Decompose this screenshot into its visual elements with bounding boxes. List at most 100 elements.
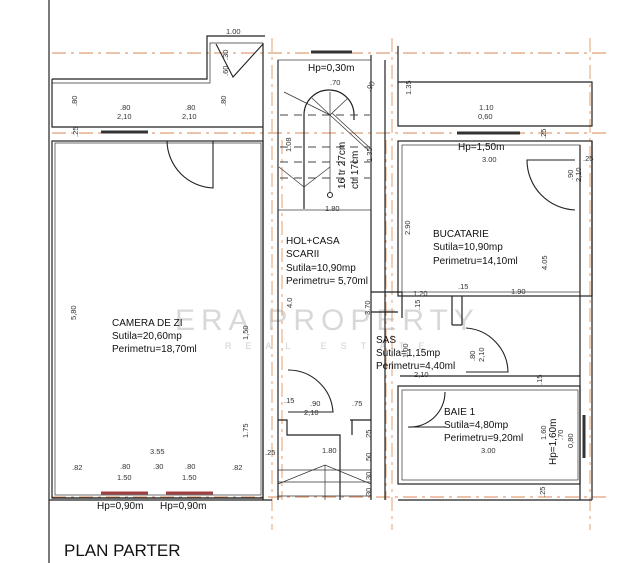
svg-text:1.08: 1.08 — [284, 137, 293, 152]
svg-text:4.05: 4.05 — [540, 255, 549, 270]
svg-text:.15: .15 — [413, 300, 422, 310]
windows — [101, 50, 586, 495]
svg-text:3.70: 3.70 — [363, 300, 372, 315]
svg-text:1.80: 1.80 — [322, 446, 337, 455]
svg-text:1.80: 1.80 — [325, 204, 340, 213]
hp-kitchen-window: Hp=1,50m — [458, 142, 504, 153]
svg-text:1,50: 1,50 — [241, 325, 250, 340]
svg-text:0,80: 0,80 — [566, 433, 575, 448]
doors — [166, 43, 576, 428]
room-perimeter: Perimetru= 5,70ml — [286, 276, 368, 287]
svg-text:.25: .25 — [71, 127, 80, 137]
svg-text:3.00: 3.00 — [481, 446, 496, 455]
plan-title: PLAN PARTER — [64, 541, 181, 560]
svg-text:1.50: 1.50 — [117, 473, 132, 482]
svg-text:1.50: 1.50 — [182, 473, 197, 482]
room-area: Sutila=4,80mp — [444, 420, 509, 431]
room-name: CAMERA DE ZI — [112, 318, 183, 329]
hp-living-window-1: Hp=0,90m — [97, 501, 143, 512]
svg-text:.25: .25 — [583, 154, 593, 163]
svg-text:2,10: 2,10 — [182, 112, 197, 121]
svg-text:.80: .80 — [468, 351, 477, 361]
svg-text:.15: .15 — [284, 396, 294, 405]
svg-text:1.10: 1.10 — [479, 103, 494, 112]
walls — [49, 35, 593, 501]
svg-text:.25: .25 — [364, 430, 373, 440]
room-perimeter: Perimetru=4,40ml — [376, 361, 455, 372]
svg-text:5,80: 5,80 — [69, 305, 78, 320]
svg-text:.25: .25 — [539, 129, 548, 139]
svg-text:.25: .25 — [538, 487, 547, 497]
svg-text:.25: .25 — [265, 448, 275, 457]
svg-text:.30: .30 — [221, 50, 230, 60]
svg-text:1.90: 1.90 — [511, 287, 526, 296]
stair-riser-label: ctr 17cm — [350, 151, 361, 189]
room-perimeter: Perimetru=9,20ml — [444, 433, 523, 444]
svg-text:.15: .15 — [458, 282, 468, 291]
svg-text:2,10: 2,10 — [477, 347, 486, 362]
svg-text:.15: .15 — [535, 375, 544, 385]
svg-text:2,10: 2,10 — [414, 370, 429, 379]
svg-text:1.00: 1.00 — [226, 27, 241, 36]
svg-text:1.75: 1.75 — [241, 423, 250, 438]
svg-text:.90: .90 — [310, 399, 320, 408]
hp-living-window-2: Hp=0,90m — [160, 501, 206, 512]
svg-text:.82: .82 — [72, 463, 82, 472]
svg-text:.30: .30 — [153, 462, 163, 471]
svg-text:.80: .80 — [219, 96, 228, 106]
svg-text:1.35: 1.35 — [404, 80, 413, 95]
room-name: BUCATARIE — [433, 229, 489, 240]
stair-steps-label: 16 tr 27cm — [337, 142, 348, 189]
room-sas: SAS Sutila=1,15mp Perimetru=4,40ml — [376, 335, 455, 372]
dimensions: 1.00 .30 .60 .80 .25 .80 2,10 .80 2,10 .… — [69, 27, 593, 497]
door-sas — [465, 327, 509, 373]
svg-text:3.00: 3.00 — [482, 155, 497, 164]
svg-text:1.35: 1.35 — [365, 147, 374, 162]
svg-text:.90: .90 — [566, 170, 575, 180]
room-name: SAS — [376, 335, 396, 346]
svg-text:50: 50 — [364, 453, 373, 461]
svg-text:.82: .82 — [232, 463, 242, 472]
door-hall — [287, 369, 334, 413]
svg-text:1.60: 1.60 — [539, 425, 548, 440]
svg-text:.80: .80 — [185, 462, 195, 471]
room-area: Sutila=20,60mp — [112, 331, 182, 342]
svg-text:.80: .80 — [120, 462, 130, 471]
room-name: HOL+CASA — [286, 236, 340, 247]
room-bucatarie: BUCATARIE Sutila=10,90mp Perimetru=14,10… — [433, 229, 518, 267]
room-area: Sutila=1,15mp — [376, 348, 441, 359]
room-baie-1: BAIE 1 Sutila=4,80mp Perimetru=9,20ml — [444, 407, 523, 444]
room-hol-casa-scarii: HOL+CASA SCARII Sutila=10,90mp Perimetru… — [286, 236, 368, 287]
svg-text:.80: .80 — [120, 103, 130, 112]
svg-text:2.90: 2.90 — [403, 220, 412, 235]
svg-text:2,10: 2,10 — [574, 167, 583, 182]
svg-text:3.55: 3.55 — [150, 447, 165, 456]
room-area: Sutila=10,90mp — [286, 263, 356, 274]
door-living — [166, 140, 214, 189]
watermark-text: ERA PROPERTY — [175, 304, 480, 337]
svg-text:.70: .70 — [330, 78, 340, 87]
svg-text:1.20: 1.20 — [413, 289, 428, 298]
door-kitchen — [526, 159, 576, 211]
watermark-subtext: REAL ESTATE — [225, 341, 438, 351]
svg-text:.70: .70 — [556, 430, 565, 440]
svg-text:.80: .80 — [70, 96, 79, 106]
room-perimeter: Perimetru=14,10ml — [433, 256, 518, 267]
room-perimeter: Perimetru=18,70ml — [112, 344, 197, 355]
svg-text:2,10: 2,10 — [117, 112, 132, 121]
svg-text:2,10: 2,10 — [304, 408, 319, 417]
svg-text:0,60: 0,60 — [478, 112, 493, 121]
porch-step — [215, 43, 264, 78]
room-camera-de-zi: CAMERA DE ZI Sutila=20,60mp Perimetru=18… — [112, 318, 197, 355]
svg-text:30: 30 — [364, 488, 373, 496]
hp-bath-window: Hp=1,60m — [548, 419, 559, 465]
staircase — [278, 89, 371, 209]
door-bath — [407, 391, 446, 428]
svg-text:.60: .60 — [221, 66, 230, 76]
svg-text:30: 30 — [364, 472, 373, 480]
hp-stair-window: Hp=0,30m — [308, 63, 354, 74]
svg-text:.90: .90 — [364, 79, 377, 93]
svg-text:.75: .75 — [352, 399, 362, 408]
svg-text:4.0: 4.0 — [285, 298, 294, 308]
